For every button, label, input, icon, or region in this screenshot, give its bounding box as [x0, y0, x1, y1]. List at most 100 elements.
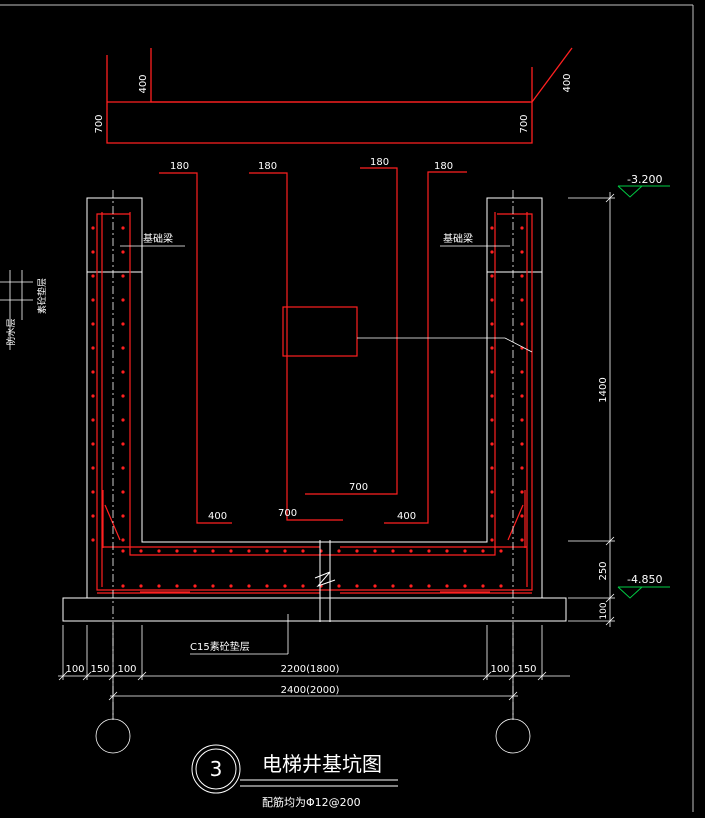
- rebar-dot: [520, 490, 524, 494]
- elevation-bottom: -4.850: [627, 573, 662, 586]
- pit-rebar: [96, 167, 533, 594]
- rebar-dot: [121, 250, 125, 254]
- rebar-dot: [445, 584, 449, 588]
- rebar-dot: [490, 538, 494, 542]
- title-main: 电梯井基坑图: [262, 752, 382, 776]
- label-left-beam: 基础梁: [143, 232, 173, 245]
- rebar-dot: [91, 346, 95, 350]
- dim-outer-width: 2400(2000): [281, 685, 340, 696]
- rebar-dot: [265, 584, 269, 588]
- title-number: 3: [210, 757, 223, 781]
- rebar-dot: [121, 394, 125, 398]
- rebar-dot: [121, 584, 125, 588]
- rebar-dot: [490, 298, 494, 302]
- rebar-dot: [193, 549, 197, 553]
- rebar-dot: [391, 584, 395, 588]
- label-side-layer-b: 防水层: [5, 318, 17, 345]
- rebar-dot: [490, 490, 494, 494]
- rebar-dot: [211, 584, 215, 588]
- rebar-dot: [337, 549, 341, 553]
- rebar-dot: [283, 584, 287, 588]
- elevation-top: -3.200: [627, 173, 662, 186]
- rebar-dot: [121, 418, 125, 422]
- rebar-dot: [391, 549, 395, 553]
- rebar-dot: [247, 584, 251, 588]
- rebar-dots: [91, 226, 524, 588]
- rebar-dot: [91, 370, 95, 374]
- rebar-dot: [211, 549, 215, 553]
- rebar-dot: [121, 466, 125, 470]
- rebar-dot: [355, 549, 359, 553]
- rebar-dot: [91, 226, 95, 230]
- drawing-frame: [0, 4, 694, 812]
- pit-outline: [62, 197, 567, 622]
- label-right-beam: 基础梁: [443, 232, 473, 245]
- dim-180-b: 180: [258, 161, 277, 172]
- dim-700-right: 700: [519, 114, 530, 133]
- rebar-dot: [490, 514, 494, 518]
- rebar-dot: [121, 370, 125, 374]
- dim-150-a: 150: [90, 664, 109, 675]
- dim-height-250: 250: [598, 561, 609, 580]
- dim-height-100: 100: [599, 602, 609, 619]
- rebar-dot: [490, 250, 494, 254]
- rebar-dot: [499, 584, 503, 588]
- bottom-dimension-lines: [58, 625, 570, 754]
- rebar-dot: [121, 549, 125, 553]
- rebar-dot: [139, 584, 143, 588]
- rebar-dot: [121, 514, 125, 518]
- dim-height-1400: 1400: [598, 377, 609, 402]
- rebar-dot: [121, 274, 125, 278]
- rebar-dot: [121, 442, 125, 446]
- rebar-dot: [121, 346, 125, 350]
- dim-180-d: 180: [434, 161, 453, 172]
- rebar-dot: [490, 274, 494, 278]
- rebar-dot: [520, 538, 524, 542]
- rebar-dot: [520, 466, 524, 470]
- elevation-top-marker: [617, 185, 670, 198]
- right-dimension-lines: [568, 192, 615, 627]
- label-cushion: C15素砼垫层: [190, 640, 250, 653]
- rebar-dot: [91, 466, 95, 470]
- rebar-dot: [91, 514, 95, 518]
- rebar-dot: [520, 442, 524, 446]
- rebar-dot: [193, 584, 197, 588]
- elevation-bottom-marker: [617, 586, 670, 599]
- top-rebar-detail: [106, 47, 573, 144]
- dim-400-right: 400: [562, 73, 573, 92]
- rebar-dot: [520, 274, 524, 278]
- dim-700-bottom-b: 700: [349, 482, 368, 493]
- rebar-dot: [427, 584, 431, 588]
- rebar-dot: [355, 584, 359, 588]
- dim-inner-width: 2200(1800): [281, 664, 340, 675]
- rebar-dot: [520, 370, 524, 374]
- rebar-dot: [463, 549, 467, 553]
- leaders: [120, 245, 533, 655]
- rebar-dot: [499, 549, 503, 553]
- rebar-dot: [490, 394, 494, 398]
- rebar-dot: [520, 394, 524, 398]
- dim-700-left: 700: [94, 114, 105, 133]
- rebar-dot: [373, 549, 377, 553]
- rebar-dot: [409, 549, 413, 553]
- rebar-dot: [490, 466, 494, 470]
- rebar-dot: [91, 298, 95, 302]
- rebar-dot: [91, 274, 95, 278]
- rebar-dot: [520, 250, 524, 254]
- rebar-dot: [121, 538, 125, 542]
- break-line: [314, 540, 336, 622]
- rebar-dot: [121, 226, 125, 230]
- rebar-dot: [91, 490, 95, 494]
- rebar-dot: [247, 549, 251, 553]
- dim-180-c: 180: [370, 157, 389, 168]
- rebar-dot: [409, 584, 413, 588]
- rebar-dot: [175, 549, 179, 553]
- rebar-dot: [490, 346, 494, 350]
- rebar-dot: [490, 226, 494, 230]
- rebar-dot: [91, 538, 95, 542]
- rebar-dot: [121, 490, 125, 494]
- rebar-dot: [91, 394, 95, 398]
- rebar-dot: [91, 442, 95, 446]
- dim-100-c: 100: [490, 664, 509, 675]
- dim-400-leg-right: 400: [397, 511, 416, 522]
